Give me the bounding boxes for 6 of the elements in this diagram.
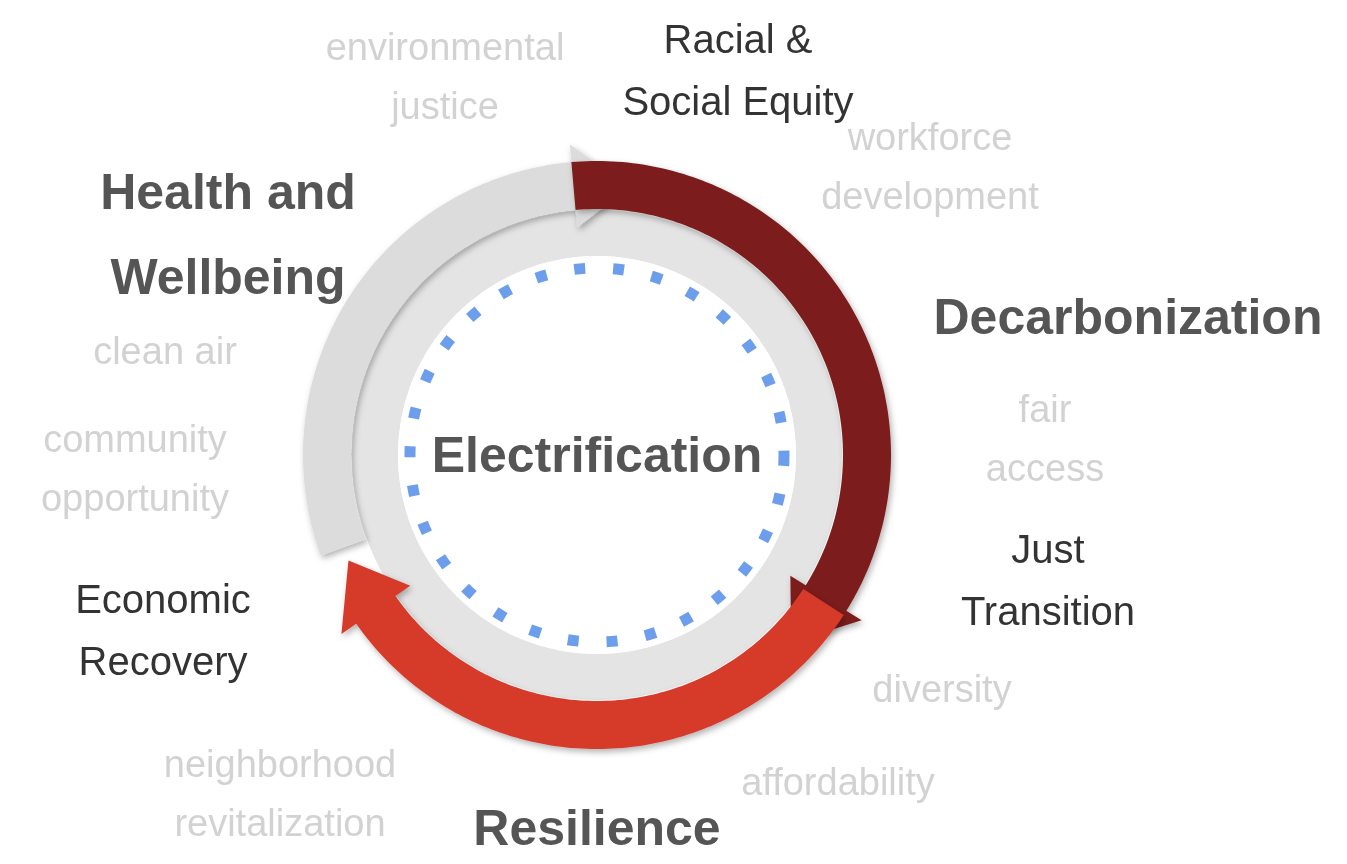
pillar-heading: Health and Wellbeing xyxy=(99,163,357,307)
theme-label: Just Transition xyxy=(959,526,1137,635)
center-title: Electrification xyxy=(431,426,763,484)
theme-label: Economic Recovery xyxy=(74,576,252,685)
pillar-heading: Resilience xyxy=(472,800,722,858)
pillar-heading: Decarbonization xyxy=(932,288,1324,347)
